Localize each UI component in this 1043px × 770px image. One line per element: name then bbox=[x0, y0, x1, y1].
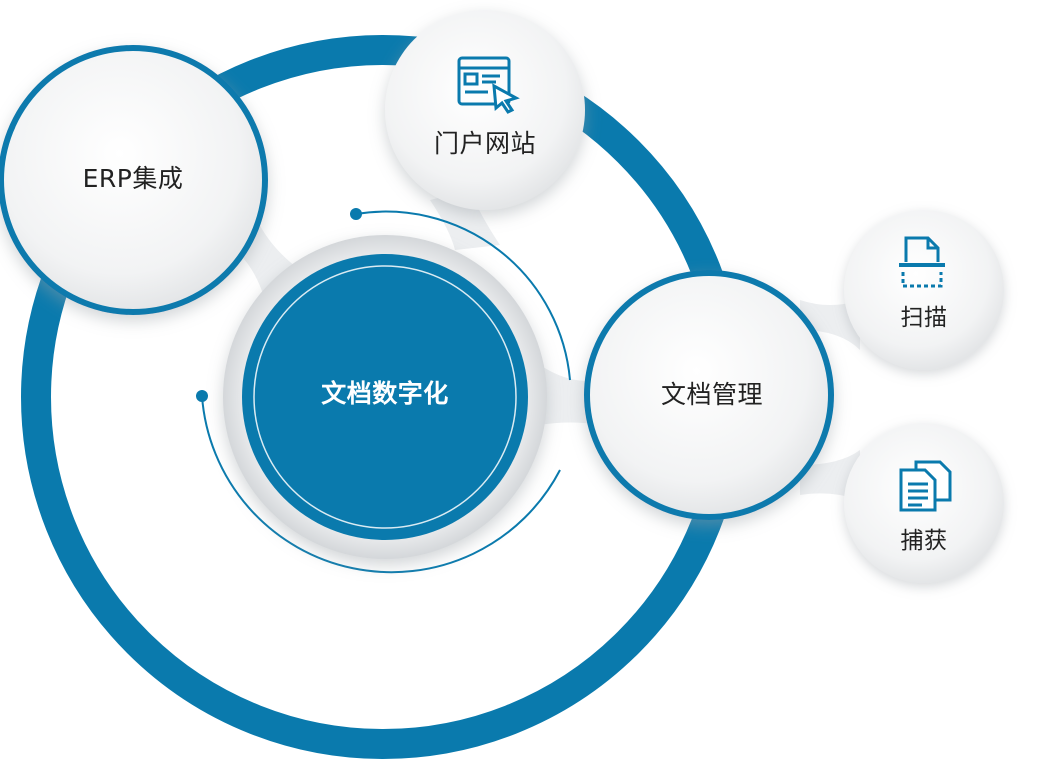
inner-arc-left bbox=[201, 395, 561, 574]
erp-label: ERP集成 bbox=[82, 164, 184, 193]
inner-arc-top-dot bbox=[350, 208, 362, 220]
web-portal-icon bbox=[457, 56, 520, 114]
scan-bubble bbox=[844, 210, 1004, 370]
center-label: 文档数字化 bbox=[321, 379, 449, 408]
capture-label: 捕获 bbox=[900, 528, 948, 554]
documents-capture-icon bbox=[899, 460, 952, 512]
scan-document-icon bbox=[899, 236, 945, 288]
connector-scan bbox=[800, 300, 860, 350]
inner-arc-top bbox=[355, 210, 571, 381]
portal-bubble bbox=[385, 10, 585, 210]
center-disc bbox=[242, 254, 528, 540]
docmgmt-label: 文档管理 bbox=[660, 380, 764, 409]
connector-capture bbox=[800, 450, 860, 500]
portal-label: 门户网站 bbox=[433, 129, 537, 158]
erp-bubble bbox=[0, 45, 268, 315]
center-inner-line bbox=[253, 265, 517, 529]
docmgmt-bubble bbox=[584, 270, 834, 520]
scan-label: 扫描 bbox=[900, 305, 948, 331]
inner-arc-left-dot bbox=[196, 390, 208, 402]
connector-portal bbox=[430, 190, 500, 250]
